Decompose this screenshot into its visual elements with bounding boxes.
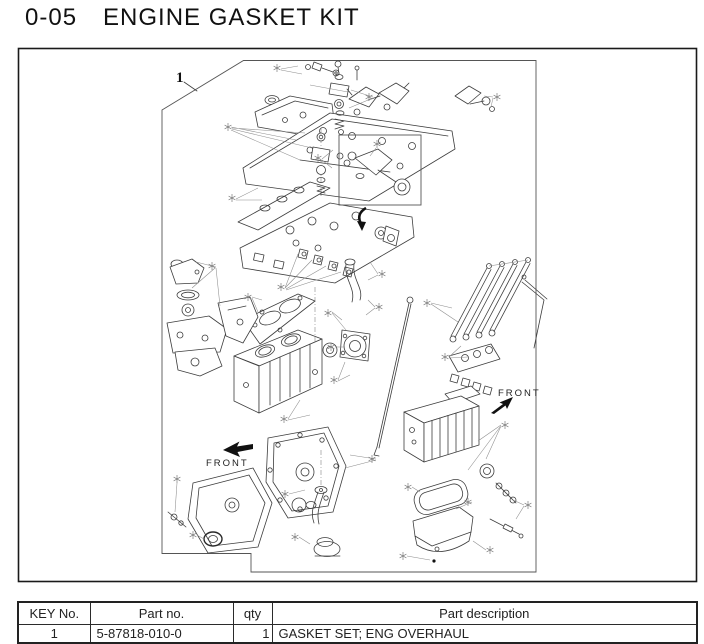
asterisk-mark (273, 63, 281, 73)
col-header-key-no: KEY No. (17, 601, 91, 625)
asterisk-mark (173, 474, 181, 484)
timing-cover-group (167, 426, 347, 554)
key-leader-line (183, 81, 198, 92)
engine-block-right (403, 395, 480, 463)
rear-seal-and-bolts (479, 463, 524, 539)
asterisk-mark (486, 545, 494, 555)
asterisk-mark (378, 269, 386, 279)
cell-key-no: 1 (17, 624, 91, 644)
oil-pan-group (412, 479, 474, 563)
cell-part-description: GASKET SET; ENG OVERHAUL (271, 624, 698, 644)
asterisk-mark (423, 298, 431, 308)
asterisk-mark (330, 375, 338, 385)
front-arrow-right (491, 397, 513, 414)
cam-seal-parts (454, 85, 495, 112)
asterisk-mark (493, 92, 501, 102)
rocker-arm-parts (346, 82, 410, 116)
asterisk-mark (224, 122, 232, 132)
inset-pointer-arrow (357, 221, 366, 231)
asterisk-mark (291, 532, 299, 542)
thermostat-housing-group (166, 258, 259, 377)
col-header-part-no: Part no. (89, 601, 234, 625)
seal-chain-middle (310, 128, 331, 196)
bolt-chain-top (328, 60, 360, 135)
asterisk-mark (280, 414, 288, 424)
asterisk-mark (228, 193, 236, 203)
diagram-outer-box (17, 47, 698, 583)
asterisk-mark (375, 302, 383, 312)
col-header-part-description: Part description (271, 601, 698, 625)
asterisk-mark (277, 282, 285, 292)
table-row: 1 5-87818-010-0 1 GASKET SET; ENG OVERHA… (17, 624, 698, 644)
asterisk-mark (399, 551, 407, 561)
asterisk-mark (324, 308, 332, 318)
cylinder-head-group (237, 181, 415, 284)
inset-detail-box (338, 134, 422, 247)
section-code: 0-05 (25, 4, 78, 31)
diagram-inner-box (161, 60, 537, 573)
cell-qty: 1 (232, 624, 273, 644)
front-arrow-left (223, 441, 253, 457)
front-label-left: FRONT (206, 458, 249, 469)
table-header-row: KEY No. Part no. qty Part description (17, 601, 698, 625)
asterisk-mark (501, 420, 509, 430)
asterisk-mark (524, 500, 532, 510)
asterisk-mark (441, 352, 449, 362)
col-header-qty: qty (232, 601, 273, 625)
key-number-label: 1 (176, 70, 184, 86)
page-title: 0-05 ENGINE GASKET KIT (25, 4, 360, 32)
nozzle-pipes-group (449, 257, 548, 349)
asterisk-mark (404, 482, 412, 492)
leader-lines (174, 65, 525, 561)
front-label-right: FRONT (498, 388, 541, 399)
parts-table: KEY No. Part no. qty Part description 1 … (17, 601, 698, 644)
engine-block-left (233, 329, 323, 414)
dipstick (373, 296, 414, 457)
cell-part-no: 5-87818-010-0 (89, 624, 234, 644)
water-pump-group (291, 258, 371, 513)
title-text: ENGINE GASKET KIT (103, 4, 360, 31)
